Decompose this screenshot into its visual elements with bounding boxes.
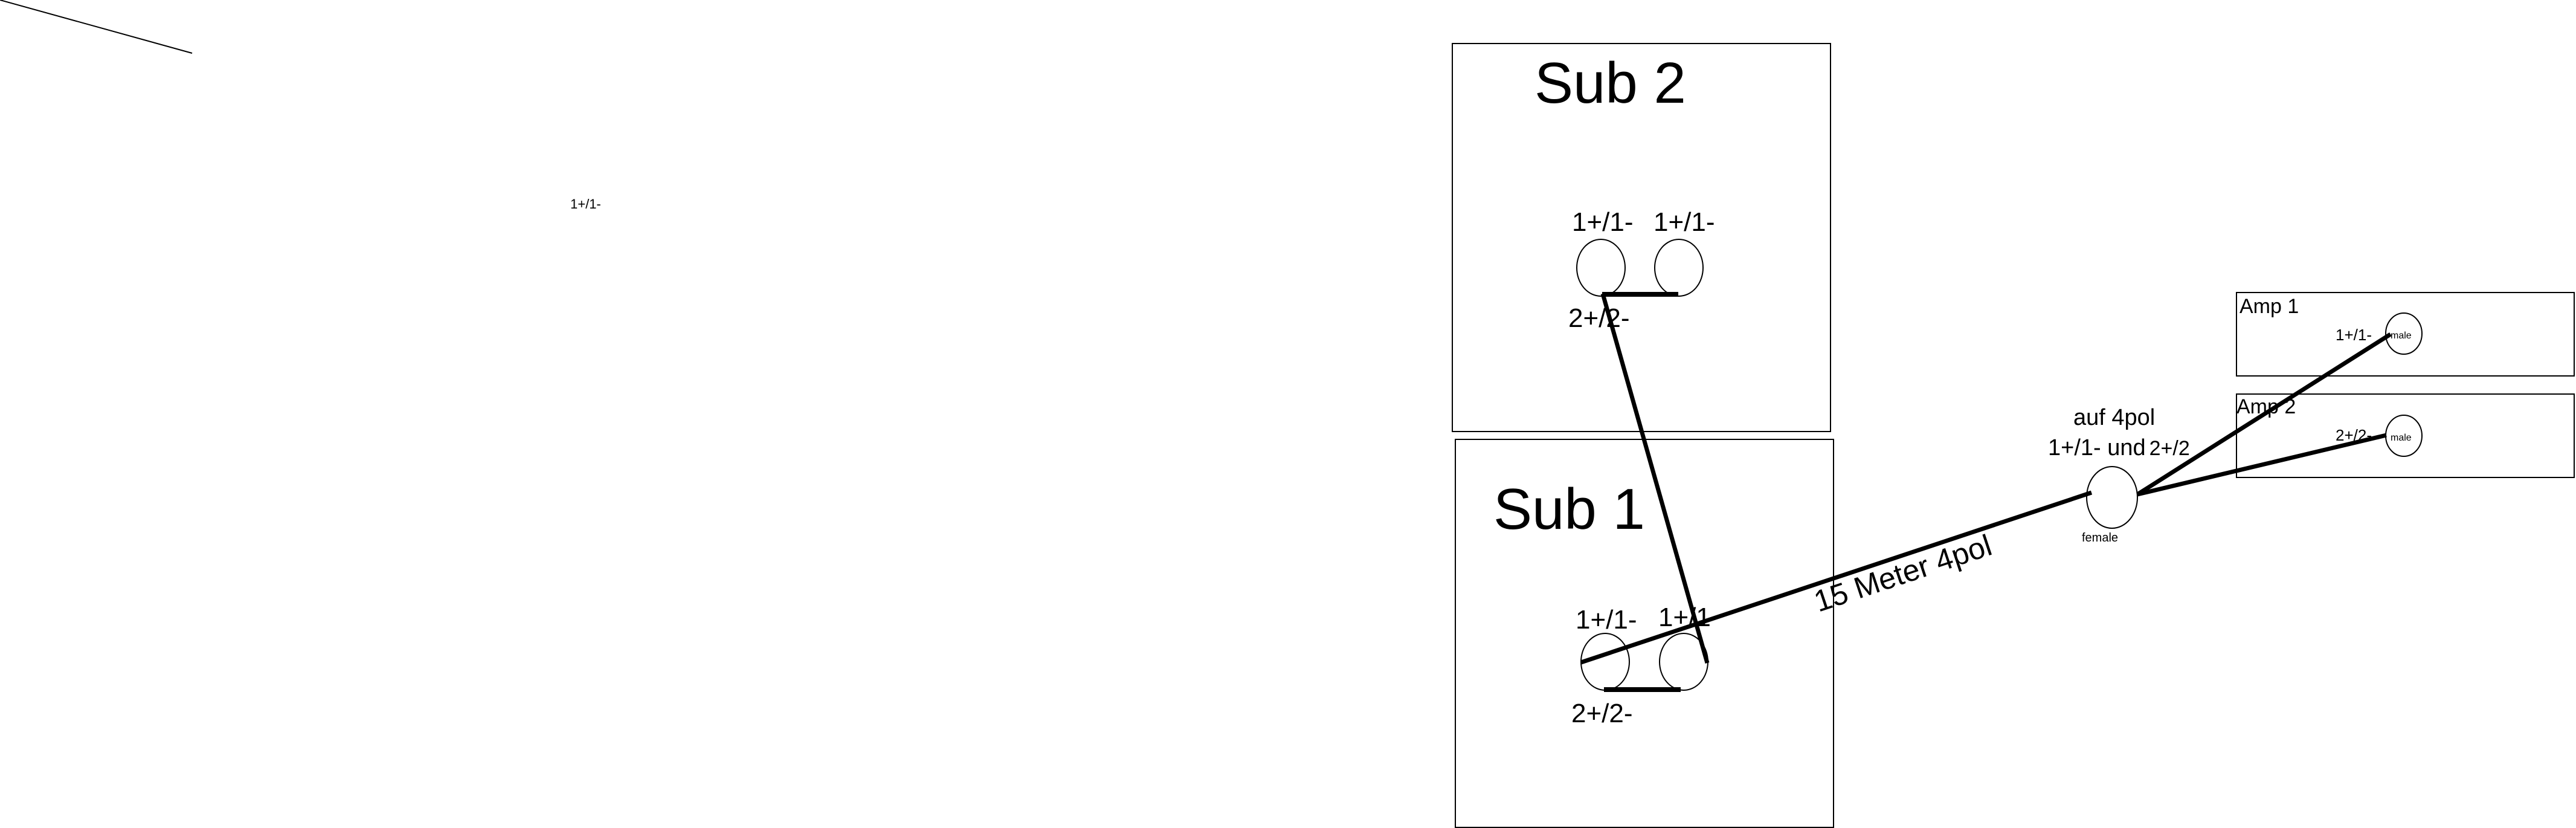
main-4pol-cable xyxy=(1580,490,2093,665)
sub1-title: Sub 1 xyxy=(1493,477,1645,542)
sub2-bottom-label: 2+/2- xyxy=(1568,303,1630,333)
stray-label: 1+/1- xyxy=(570,196,601,212)
amp1-box: Amp 1 1+/1- male xyxy=(2236,292,2575,377)
sub2-box: Sub 2 1+/1- 1+/1- 2+/2- xyxy=(1452,43,1831,432)
stray-line xyxy=(0,0,193,54)
amp2-box: Amp 2 2+/2- male xyxy=(2236,393,2575,478)
sub2-to-sub1-cable xyxy=(1600,293,1710,664)
amp2-male-connector xyxy=(2385,415,2423,457)
adapter-line2-text: 1+/1- und xyxy=(2048,435,2146,461)
adapter-line1: auf 4pol xyxy=(2073,405,2155,430)
sub2-right-top-label: 1+/1- xyxy=(1653,207,1715,237)
sub1-bottom-label: 2+/2- xyxy=(1571,699,1633,728)
sub2-title: Sub 2 xyxy=(1534,51,1686,115)
adapter-to-amp1-cable xyxy=(2136,332,2392,496)
adapter-line2-small: 2+/2 xyxy=(2149,437,2190,460)
amp1-male-label: male xyxy=(2391,331,2412,341)
sub2-left-connector xyxy=(1576,239,1626,297)
adapter-female-connector xyxy=(2086,466,2138,529)
amp2-title: Amp 2 xyxy=(2236,395,2296,418)
amp1-pin-label: 1+/1- xyxy=(2336,326,2372,344)
sub2-right-connector xyxy=(1654,239,1704,297)
amp2-male-label: male xyxy=(2391,433,2412,443)
sub2-left-top-label: 1+/1- xyxy=(1572,207,1634,237)
adapter-female-label: female xyxy=(2082,531,2118,545)
amp1-male-connector xyxy=(2385,312,2423,355)
sub1-box: Sub 1 1+/1- 1+/1 2+/2- xyxy=(1455,439,1834,828)
sub1-left-top-label: 1+/1- xyxy=(1576,605,1637,635)
amp2-pin-label: 2+/2- xyxy=(2336,426,2372,444)
amp1-title: Amp 1 xyxy=(2240,295,2299,318)
main-cable-label: 15 Meter 4pol xyxy=(1810,528,1996,619)
adapter-to-amp2-cable xyxy=(2137,433,2387,497)
